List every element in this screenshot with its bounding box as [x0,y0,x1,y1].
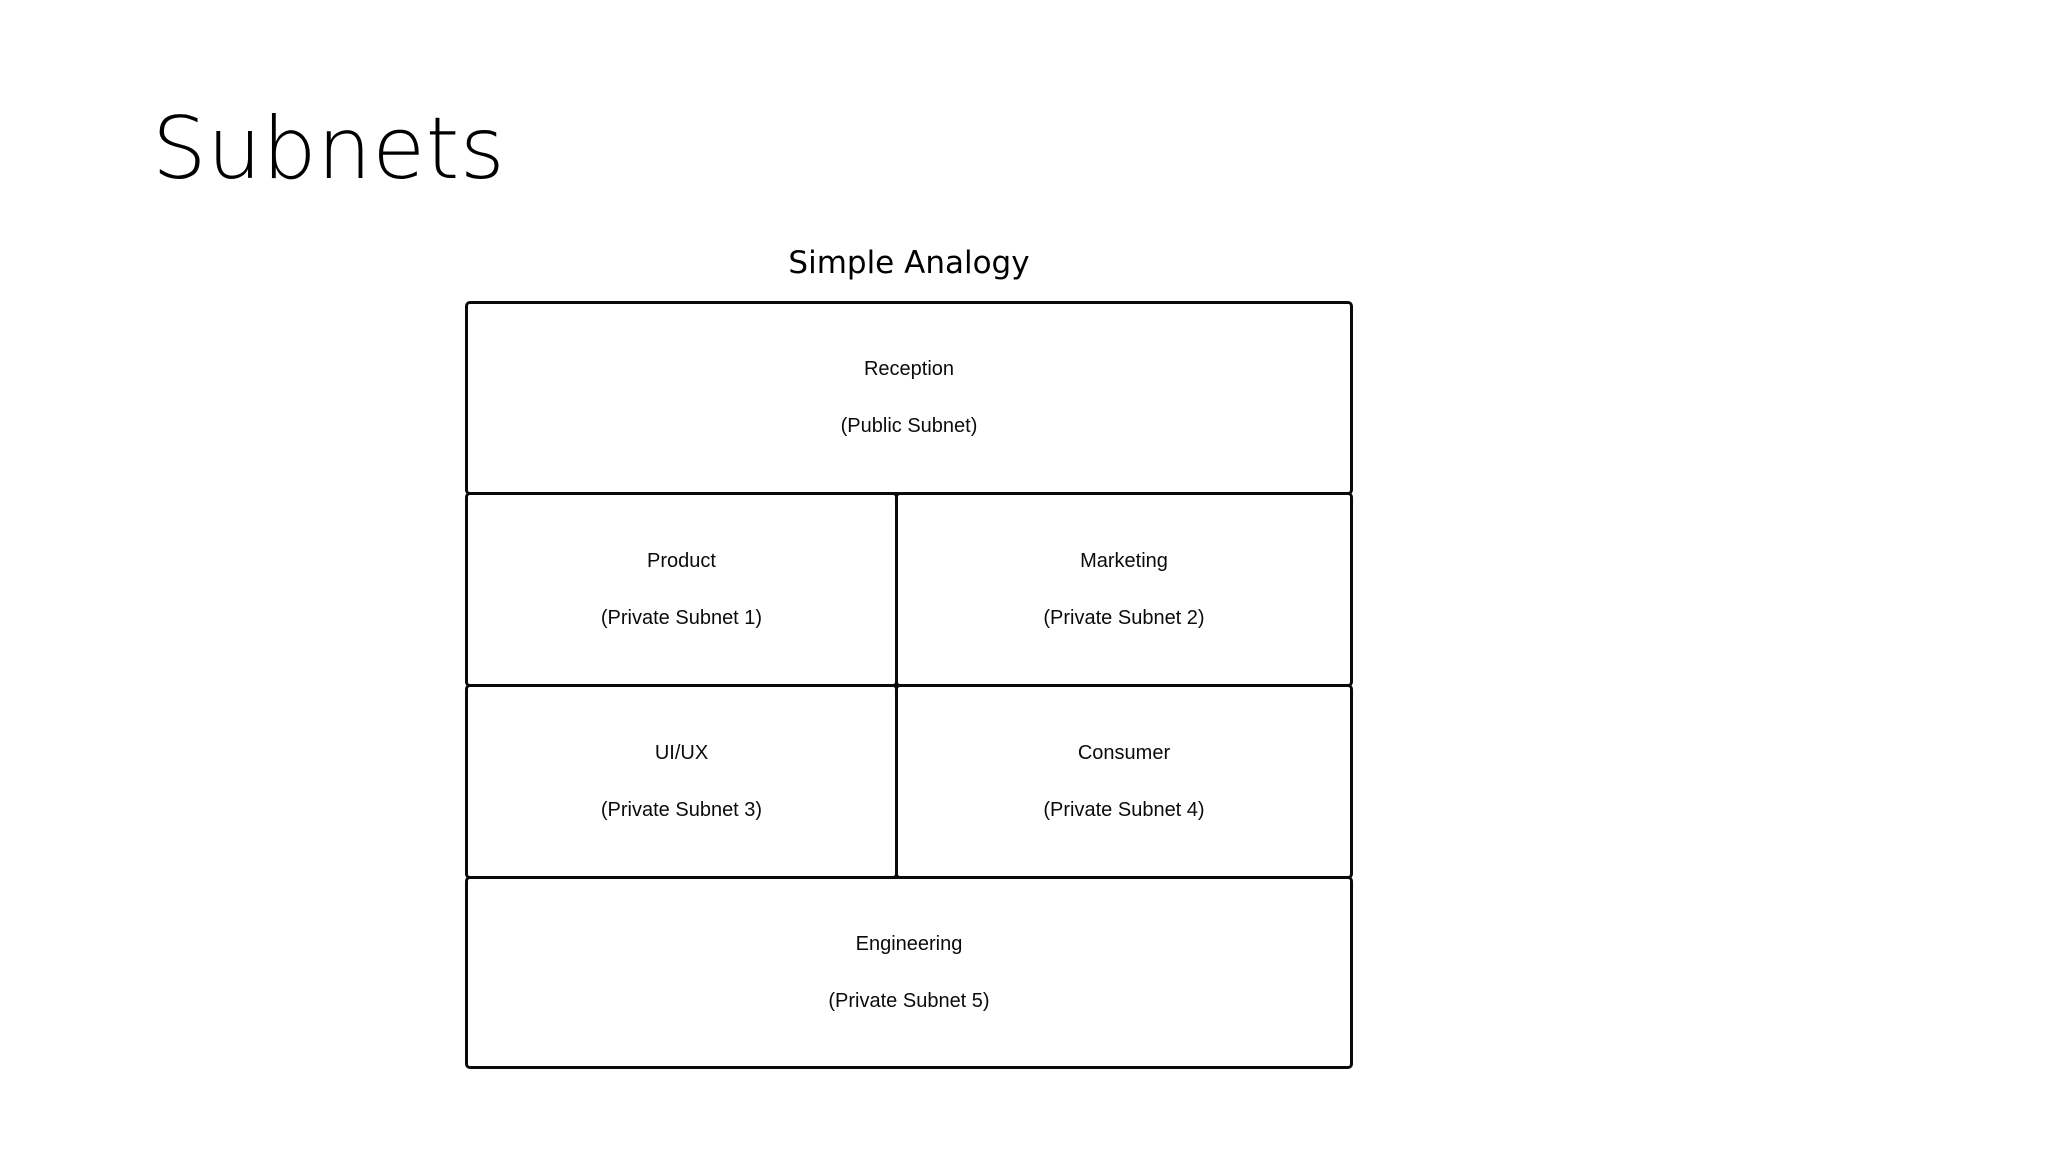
subnet-type: (Public Subnet) [840,415,978,438]
subnet-box-engineering[interactable]: Engineering (Private Subnet 5) [465,876,1353,1069]
subnet-box-consumer[interactable]: Consumer (Private Subnet 4) [895,684,1353,879]
subnet-name: Marketing [1080,549,1168,572]
subnet-box-uiux[interactable]: UI/UX (Private Subnet 3) [465,684,898,879]
subnet-box-label: Consumer (Private Subnet 4) [1043,711,1204,853]
subnet-box-marketing[interactable]: Marketing (Private Subnet 2) [895,492,1353,687]
subnet-type: (Private Subnet 1) [600,606,763,629]
subnet-analogy-diagram: Simple Analogy Reception (Public Subnet)… [465,248,1353,1069]
subnet-box-label: Reception (Public Subnet) [841,327,978,469]
subnet-box-label: Engineering (Private Subnet 5) [828,902,989,1044]
subnet-name: Reception [863,358,955,381]
subnet-name: UI/UX [654,741,709,764]
page-title: Subnets [152,99,506,199]
subnet-box-label: Product (Private Subnet 1) [601,519,762,661]
subnet-box-grid: Reception (Public Subnet) Product (Priva… [465,301,1353,1069]
subnet-box-label: Marketing (Private Subnet 2) [1043,519,1204,661]
subnet-type: (Private Subnet 3) [600,798,763,821]
subnet-type: (Private Subnet 5) [828,989,990,1012]
subnet-name: Consumer [1077,741,1171,764]
subnet-box-product[interactable]: Product (Private Subnet 1) [465,492,898,687]
subnet-type: (Private Subnet 4) [1043,798,1205,821]
diagram-caption: Simple Analogy [788,245,1030,281]
subnet-box-label: UI/UX (Private Subnet 3) [601,711,762,853]
subnet-name: Product [647,549,716,572]
subnet-name: Engineering [855,932,963,955]
subnet-box-reception[interactable]: Reception (Public Subnet) [465,301,1353,495]
subnet-type: (Private Subnet 2) [1043,606,1205,629]
